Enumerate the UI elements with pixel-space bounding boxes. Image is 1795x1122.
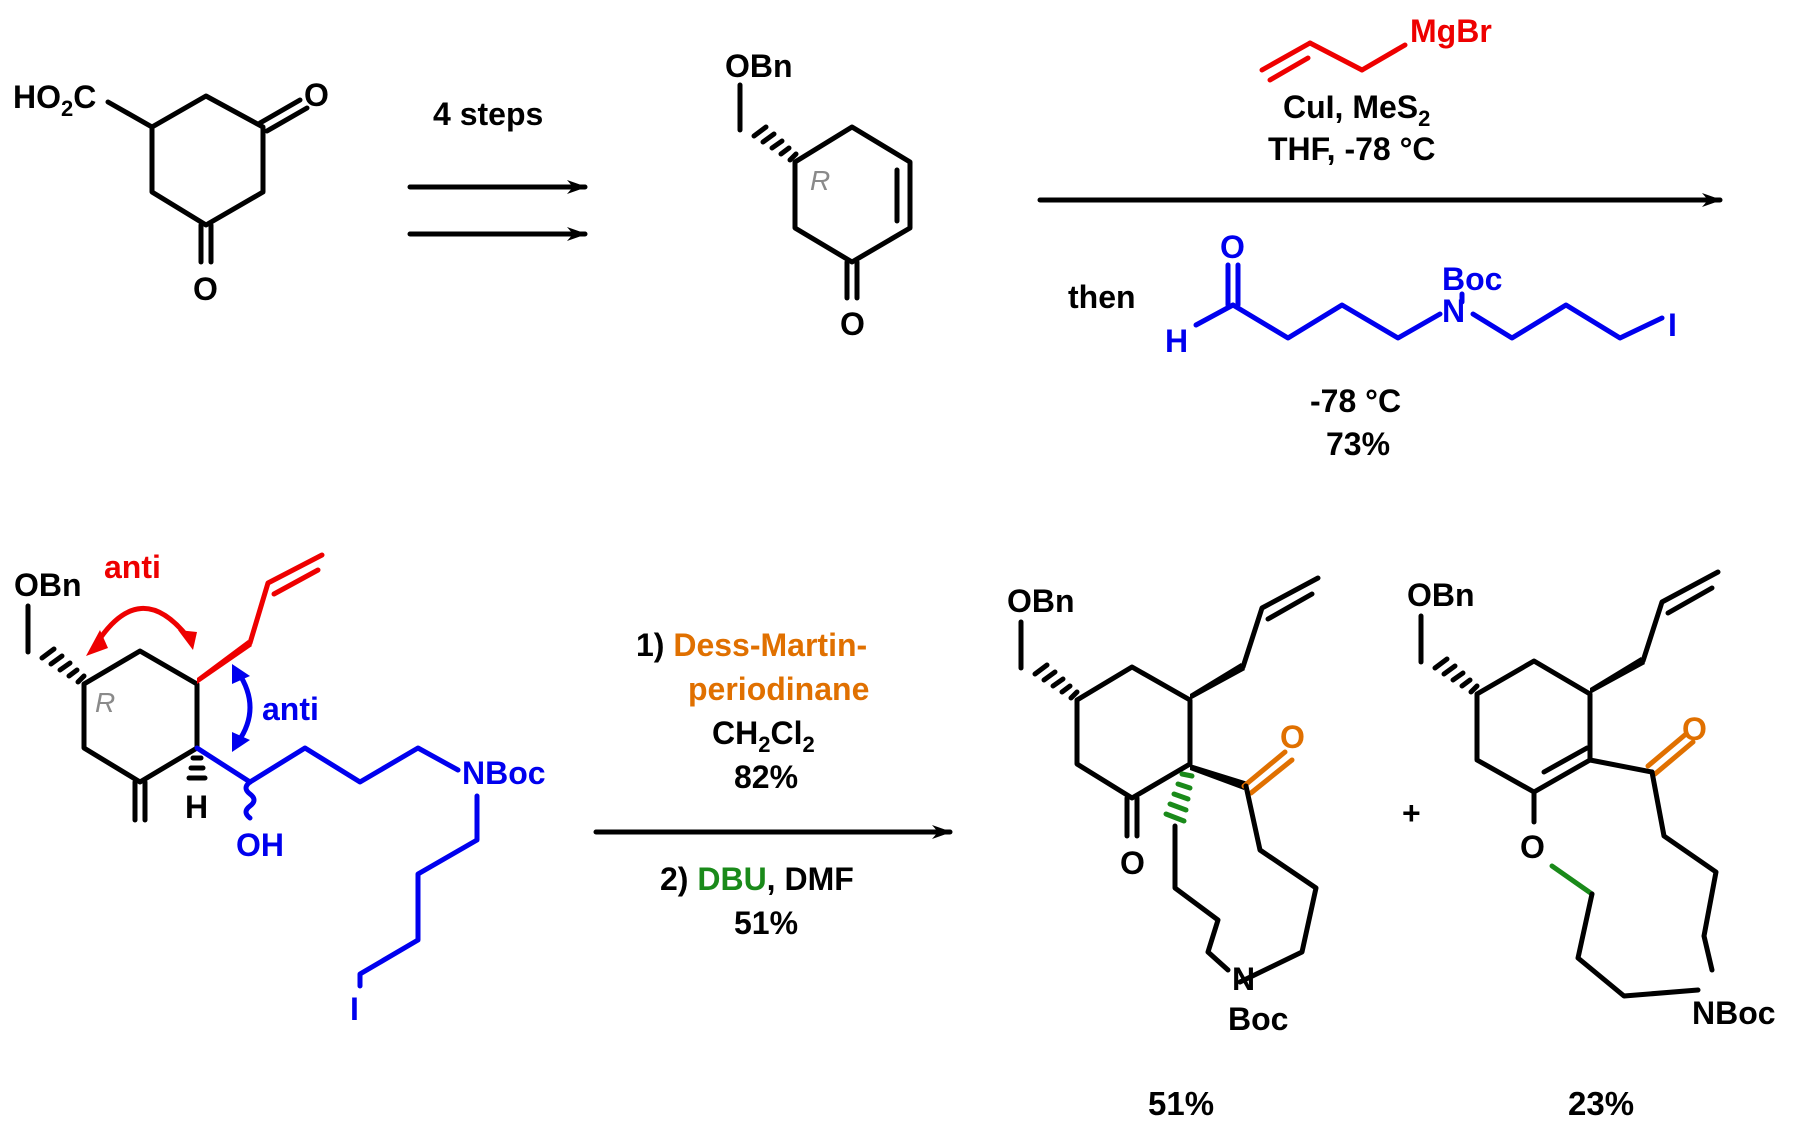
benzyloxy-label: OBn bbox=[14, 567, 82, 603]
ketone-oxygen-label: O bbox=[1280, 719, 1305, 755]
step3-arrow: 1) Dess-Martin- periodinane CH2Cl2 82% 2… bbox=[593, 627, 953, 941]
product2-yield: 23% bbox=[1568, 1085, 1634, 1122]
hydrogen-label: H bbox=[185, 789, 208, 825]
iodo-aldehyde: O H N Boc I bbox=[1165, 229, 1677, 359]
hashed-bond bbox=[39, 646, 87, 685]
ketone-oxygen-label: O bbox=[840, 306, 865, 342]
product-1: O OBn O N Boc 51% bbox=[1007, 575, 1321, 1122]
aldehyde-oxygen-label: O bbox=[1220, 229, 1245, 265]
nitrogen-label: N bbox=[1232, 961, 1255, 997]
aldol-adduct: OBn R H OH NBoc I anti anti bbox=[14, 549, 546, 1027]
grignard-reagent-label: MgBr bbox=[1410, 13, 1492, 49]
step1-conditions: 4 steps bbox=[433, 96, 543, 132]
nitrogen-label: N bbox=[1442, 293, 1465, 329]
nboc-label: NBoc bbox=[462, 755, 546, 791]
hashed-bond bbox=[751, 124, 799, 163]
plus-sign: + bbox=[1402, 795, 1421, 831]
step2-temperature: -78 °C bbox=[1310, 383, 1401, 419]
hashed-bond bbox=[1432, 656, 1480, 695]
ether-oxygen-label: O bbox=[1520, 829, 1545, 865]
step3-yield1: 82% bbox=[734, 759, 798, 795]
ketone-oxygen-label: O bbox=[193, 271, 218, 307]
step3-solvent: CH2Cl2 bbox=[712, 715, 815, 757]
then-label: then bbox=[1068, 279, 1136, 315]
boc-label: Boc bbox=[1442, 261, 1502, 297]
carboxylic-acid-label: HO2C bbox=[13, 79, 96, 121]
product1-yield: 51% bbox=[1148, 1085, 1214, 1122]
hydroxyl-label: OH bbox=[236, 827, 284, 863]
step2-yield: 73% bbox=[1326, 426, 1390, 462]
iodine-label: I bbox=[350, 991, 359, 1027]
step3-reagent-line1: 1) Dess-Martin- bbox=[636, 627, 867, 663]
anti-label: anti bbox=[104, 549, 161, 585]
starting-material: HO2C O O bbox=[13, 77, 329, 307]
solvent-label: THF, -78 °C bbox=[1268, 131, 1435, 167]
hashed-bond bbox=[1163, 771, 1195, 824]
hashed-bond bbox=[1032, 662, 1080, 701]
stereo-descriptor: R bbox=[810, 165, 830, 196]
benzyloxy-label: OBn bbox=[1407, 577, 1475, 613]
boc-label: Boc bbox=[1228, 1001, 1288, 1037]
step1-arrow: 4 steps bbox=[407, 96, 588, 241]
anti-label: anti bbox=[262, 691, 319, 727]
ketone-oxygen-label: O bbox=[1120, 845, 1145, 881]
catalyst-label: CuI, MeS2 bbox=[1283, 89, 1430, 131]
enone-intermediate: OBn R O bbox=[725, 48, 913, 342]
iodine-label: I bbox=[1668, 307, 1677, 343]
ketone-oxygen-label: O bbox=[304, 77, 329, 113]
ketone-oxygen-label: O bbox=[1682, 711, 1707, 747]
step3-reagent-line3: 2) DBU, DMF bbox=[660, 861, 854, 897]
step3-yield2: 51% bbox=[734, 905, 798, 941]
stereo-descriptor: R bbox=[95, 687, 115, 718]
benzyloxy-label: OBn bbox=[1007, 583, 1075, 619]
product-2: OBn O O NBoc 23% bbox=[1407, 569, 1776, 1122]
step3-reagent-line2: periodinane bbox=[688, 671, 869, 707]
aldehyde-hydrogen-label: H bbox=[1165, 323, 1188, 359]
benzyloxy-label: OBn bbox=[725, 48, 793, 84]
step2-arrow: MgBr CuI, MeS2 THF, -78 °C then O H N Bo… bbox=[1037, 13, 1723, 462]
hashed-bond bbox=[186, 755, 208, 781]
nboc-label: NBoc bbox=[1692, 995, 1776, 1031]
